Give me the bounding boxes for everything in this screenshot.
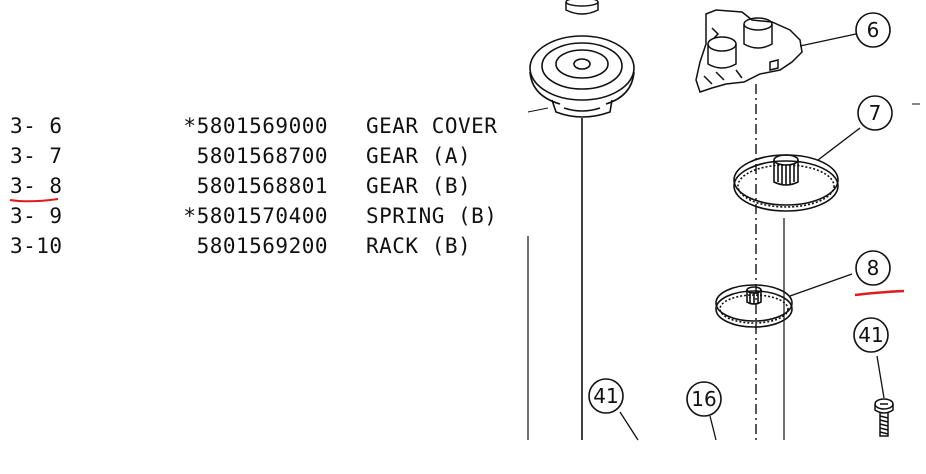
ref-underline-mark	[9, 198, 59, 203]
callout-16: 16	[686, 381, 722, 417]
part-number: 5801569200	[196, 234, 328, 258]
part-ref: 3- 7	[10, 144, 63, 168]
part-number: 5801568801	[196, 174, 328, 198]
part-number: 5801568700	[196, 144, 328, 168]
part-row: 3- 9 *5801570400 SPRING (B)	[0, 202, 510, 230]
leader-line	[876, 355, 885, 399]
part-row: 3- 7 5801568700 GEAR (A)	[0, 142, 510, 170]
part-ref: 3- 8	[10, 174, 63, 198]
part-number: *5801569000	[183, 114, 328, 138]
part-description: SPRING (B)	[366, 204, 498, 228]
part-description: GEAR (B)	[366, 174, 472, 198]
part-number: *5801570400	[183, 204, 328, 228]
part-ref: 3-10	[10, 234, 63, 258]
callout-7: 7	[857, 95, 893, 131]
callout-label: 41	[858, 323, 883, 347]
leader-line	[619, 411, 639, 441]
leader-line	[709, 415, 717, 441]
gear-cover-part	[695, 9, 803, 93]
leader-line	[817, 127, 861, 161]
callout-8: 8	[855, 250, 891, 286]
part-description: GEAR (A)	[366, 144, 472, 168]
part-row: 3- 8 5801568801 GEAR (B)	[0, 172, 510, 200]
gear-b-part	[715, 284, 793, 328]
gear-a-part	[733, 154, 839, 212]
part-ref: 3- 9	[10, 204, 63, 228]
callout-41-right: 41	[853, 317, 889, 353]
parts-list: 3- 6 *5801569000 GEAR COVER 3- 7 5801568…	[0, 112, 510, 260]
screw-part	[874, 398, 894, 437]
part-description: GEAR COVER	[366, 114, 498, 138]
leader-line	[527, 107, 549, 113]
callout-highlight-mark	[854, 289, 905, 297]
callout-label: 16	[691, 387, 716, 411]
part-ref: 3- 6	[10, 114, 63, 138]
callout-6: 6	[855, 12, 891, 48]
flanged-pulley-part	[529, 35, 635, 118]
callout-label: 7	[869, 101, 882, 125]
bushing-part	[565, 0, 599, 15]
leader-line	[789, 273, 853, 297]
callout-41-left: 41	[588, 378, 624, 414]
leader-line	[799, 33, 857, 47]
callout-label: 41	[593, 384, 618, 408]
part-row: 3- 6 *5801569000 GEAR COVER	[0, 112, 510, 140]
callout-label: 8	[867, 256, 880, 280]
part-row: 3-10 5801569200 RACK (B)	[0, 232, 510, 260]
part-description: RACK (B)	[366, 234, 472, 258]
callout-label: 6	[867, 18, 880, 42]
